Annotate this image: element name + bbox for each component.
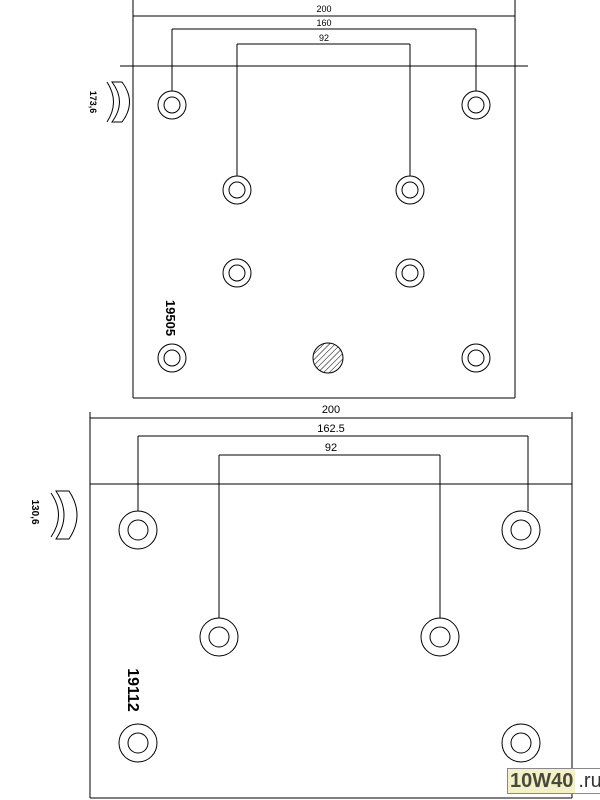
hole-ring <box>501 723 541 763</box>
dimension-overall: 200 <box>316 4 331 14</box>
hole-ring <box>510 732 532 754</box>
hatched-rivet <box>312 342 344 374</box>
brake-lining-19112: 200 162.5 92 130,6 19112 <box>29 404 573 799</box>
curvature-icon <box>50 490 78 540</box>
hole-ring <box>467 349 485 367</box>
hole-ring <box>127 732 149 754</box>
hole-ring <box>501 510 541 550</box>
hole-ring <box>118 510 158 550</box>
rivet-hole <box>157 343 187 373</box>
hole-ring <box>163 96 181 114</box>
part-number: 19505 <box>163 300 178 336</box>
rivet-hole <box>395 175 425 205</box>
radius-label: 173,6 <box>88 91 98 114</box>
radius-label: 130,6 <box>29 499 40 524</box>
hole-ring <box>157 343 187 373</box>
hole-ring <box>228 264 246 282</box>
hole-ring <box>467 96 485 114</box>
hole-ring <box>461 343 491 373</box>
hole-ring <box>118 723 158 763</box>
rivet-hole <box>395 258 425 288</box>
hole-ring <box>420 617 460 657</box>
rivet-hole <box>461 90 491 120</box>
rivet-hole <box>461 343 491 373</box>
hole-ring <box>429 626 451 648</box>
rivet-hole <box>222 175 252 205</box>
rivet-hole <box>118 510 158 550</box>
hole-ring <box>208 626 230 648</box>
hole-ring <box>461 90 491 120</box>
curvature-icon <box>106 81 130 123</box>
dimension-inner-holes: 92 <box>325 442 337 454</box>
watermark-brand: 10W40 <box>508 769 576 793</box>
rivet-hole <box>222 258 252 288</box>
hole-ring <box>395 175 425 205</box>
hole-ring <box>395 258 425 288</box>
hole-ring <box>228 181 246 199</box>
rivet-hole <box>199 617 239 657</box>
dimension-outer-holes: 162.5 <box>317 423 345 435</box>
rivet-hole <box>118 723 158 763</box>
dimension-inner-holes: 92 <box>319 33 329 43</box>
rivet-hole <box>420 617 460 657</box>
hole-ring <box>222 258 252 288</box>
watermark-tld: .ru <box>575 769 600 793</box>
hole-ring <box>510 519 532 541</box>
dimension-overall: 200 <box>322 404 340 416</box>
hole-ring <box>163 349 181 367</box>
rivet-hole <box>501 510 541 550</box>
watermark-logo: 10W40 .ru <box>507 768 600 794</box>
hole-ring <box>127 519 149 541</box>
brake-lining-19505: 200 160 92 173,6 19505 <box>88 0 528 399</box>
hole-ring <box>157 90 187 120</box>
hole-ring <box>401 181 419 199</box>
part-number: 19112 <box>124 668 141 712</box>
rivet-hole <box>501 723 541 763</box>
hole-ring <box>401 264 419 282</box>
dimension-outer-holes: 160 <box>316 18 331 28</box>
rivet-hole <box>157 90 187 120</box>
hole-ring <box>222 175 252 205</box>
hole-ring <box>199 617 239 657</box>
